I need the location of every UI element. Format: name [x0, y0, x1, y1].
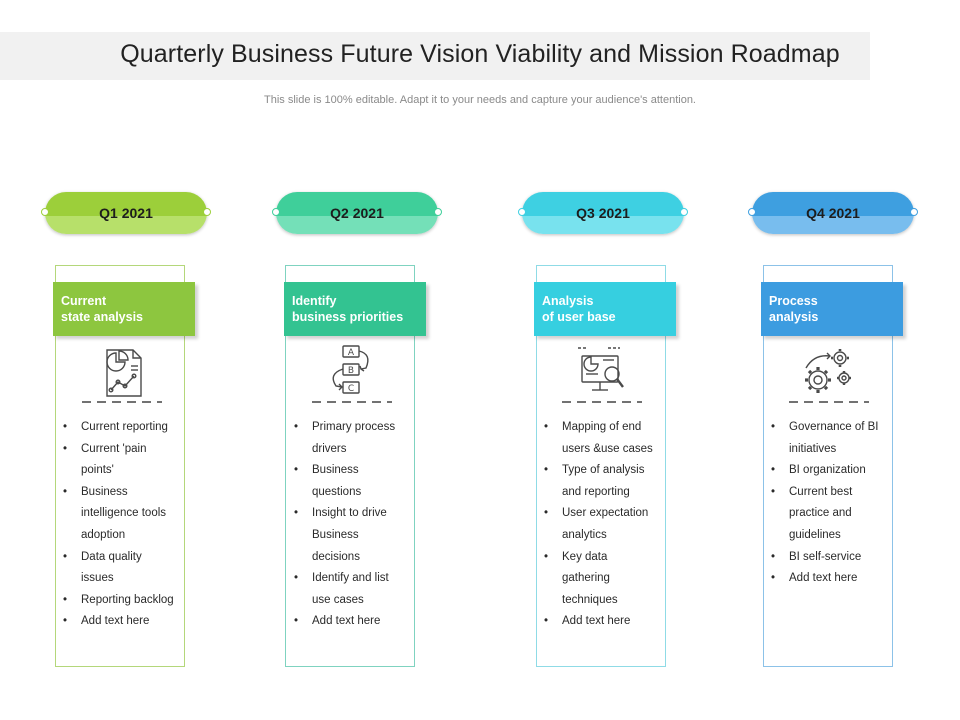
svg-text:C: C: [348, 384, 354, 394]
list-item: Primary process drivers: [292, 417, 407, 460]
list-item: Reporting backlog: [61, 590, 176, 612]
pill-connector-dot-left: [748, 208, 756, 216]
stage-heading: Current state analysis: [53, 282, 195, 336]
title-band: [0, 32, 870, 80]
quarter-pill: Q3 2021: [522, 192, 684, 234]
stage-heading-line1: Current: [61, 294, 107, 308]
divider-dashes: [312, 401, 392, 403]
list-item: BI organization: [769, 460, 884, 482]
roadmap-column-q3: Q3 2021 Analysis of user base Mapping of…: [518, 0, 722, 720]
list-item: Data quality issues: [61, 547, 176, 590]
pill-connector-dot-right: [434, 208, 442, 216]
list-item: Identify and list use cases: [292, 568, 407, 611]
pill-bottom: [45, 216, 207, 234]
list-item: Mapping of end users &use cases: [542, 417, 657, 460]
pill-top: [276, 192, 438, 216]
stage-items: Mapping of end users &use cases Type of …: [542, 417, 657, 633]
list-item: Add text here: [769, 568, 884, 590]
list-item: User expectation analytics: [542, 503, 657, 546]
stage-heading: Identify business priorities: [284, 282, 426, 336]
list-item: Current reporting: [61, 417, 176, 439]
stage-heading-line2: state analysis: [61, 310, 143, 324]
quarter-pill: Q2 2021: [276, 192, 438, 234]
list-item: Add text here: [292, 611, 407, 633]
list-item: Insight to drive Business decisions: [292, 503, 407, 568]
list-item: BI self-service: [769, 547, 884, 569]
roadmap-column-q1: Q1 2021 Current state analysis Current r…: [41, 0, 245, 720]
pill-top: [45, 192, 207, 216]
monitor-search-icon: [578, 347, 624, 391]
pill-connector-dot-right: [203, 208, 211, 216]
roadmap-column-q2: Q2 2021 Identify business priorities A B…: [272, 0, 476, 720]
list-item: Current best practice and guidelines: [769, 482, 884, 547]
quarter-pill: Q1 2021: [45, 192, 207, 234]
list-item: Business questions: [292, 460, 407, 503]
list-item: Key data gathering techniques: [542, 547, 657, 612]
pill-connector-dot-left: [518, 208, 526, 216]
pill-connector-dot-right: [910, 208, 918, 216]
stage-heading: Analysis of user base: [534, 282, 676, 336]
pill-top: [522, 192, 684, 216]
stage-heading-line2: analysis: [769, 310, 819, 324]
gears-process-icon: [805, 349, 851, 393]
list-item: Add text here: [61, 611, 176, 633]
divider-dashes: [562, 401, 642, 403]
page-subtitle: This slide is 100% editable. Adapt it to…: [264, 94, 696, 106]
abc-priorities-icon: A B C: [332, 345, 369, 394]
list-item: Type of analysis and reporting: [542, 460, 657, 503]
roadmap-column-q4: Q4 2021 Process analysis: [748, 0, 952, 720]
divider-dashes: [789, 401, 869, 403]
list-item: Add text here: [542, 611, 657, 633]
svg-text:A: A: [348, 348, 355, 358]
pill-connector-dot-right: [680, 208, 688, 216]
stage-heading-line1: Process: [769, 294, 818, 308]
stage-heading: Process analysis: [761, 282, 903, 336]
pill-connector-dot-left: [41, 208, 49, 216]
stage-heading-line2: business priorities: [292, 310, 404, 324]
report-chart-icon: [106, 349, 142, 397]
quarter-label: Q3 2021: [576, 205, 630, 221]
pill-top: [752, 192, 914, 216]
list-item: Current 'pain points': [61, 439, 176, 482]
pill-bottom: [522, 216, 684, 234]
divider-dashes: [82, 401, 162, 403]
pill-connector-dot-left: [272, 208, 280, 216]
stage-items: Primary process drivers Business questio…: [292, 417, 407, 633]
quarter-pill: Q4 2021: [752, 192, 914, 234]
quarter-label: Q1 2021: [99, 205, 153, 221]
stage-heading-line2: of user base: [542, 310, 616, 324]
stage-items: Governance of BI initiatives BI organiza…: [769, 417, 884, 590]
quarter-label: Q2 2021: [330, 205, 384, 221]
list-item: Governance of BI initiatives: [769, 417, 884, 460]
stage-items: Current reporting Current 'pain points' …: [61, 417, 176, 633]
svg-text:B: B: [348, 366, 354, 376]
quarter-label: Q4 2021: [806, 205, 860, 221]
list-item: Business intelligence tools adoption: [61, 482, 176, 547]
page-title: Quarterly Business Future Vision Viabili…: [120, 40, 840, 68]
stage-heading-line1: Analysis: [542, 294, 594, 308]
stage-heading-line1: Identify: [292, 294, 337, 308]
pill-bottom: [276, 216, 438, 234]
pill-bottom: [752, 216, 914, 234]
